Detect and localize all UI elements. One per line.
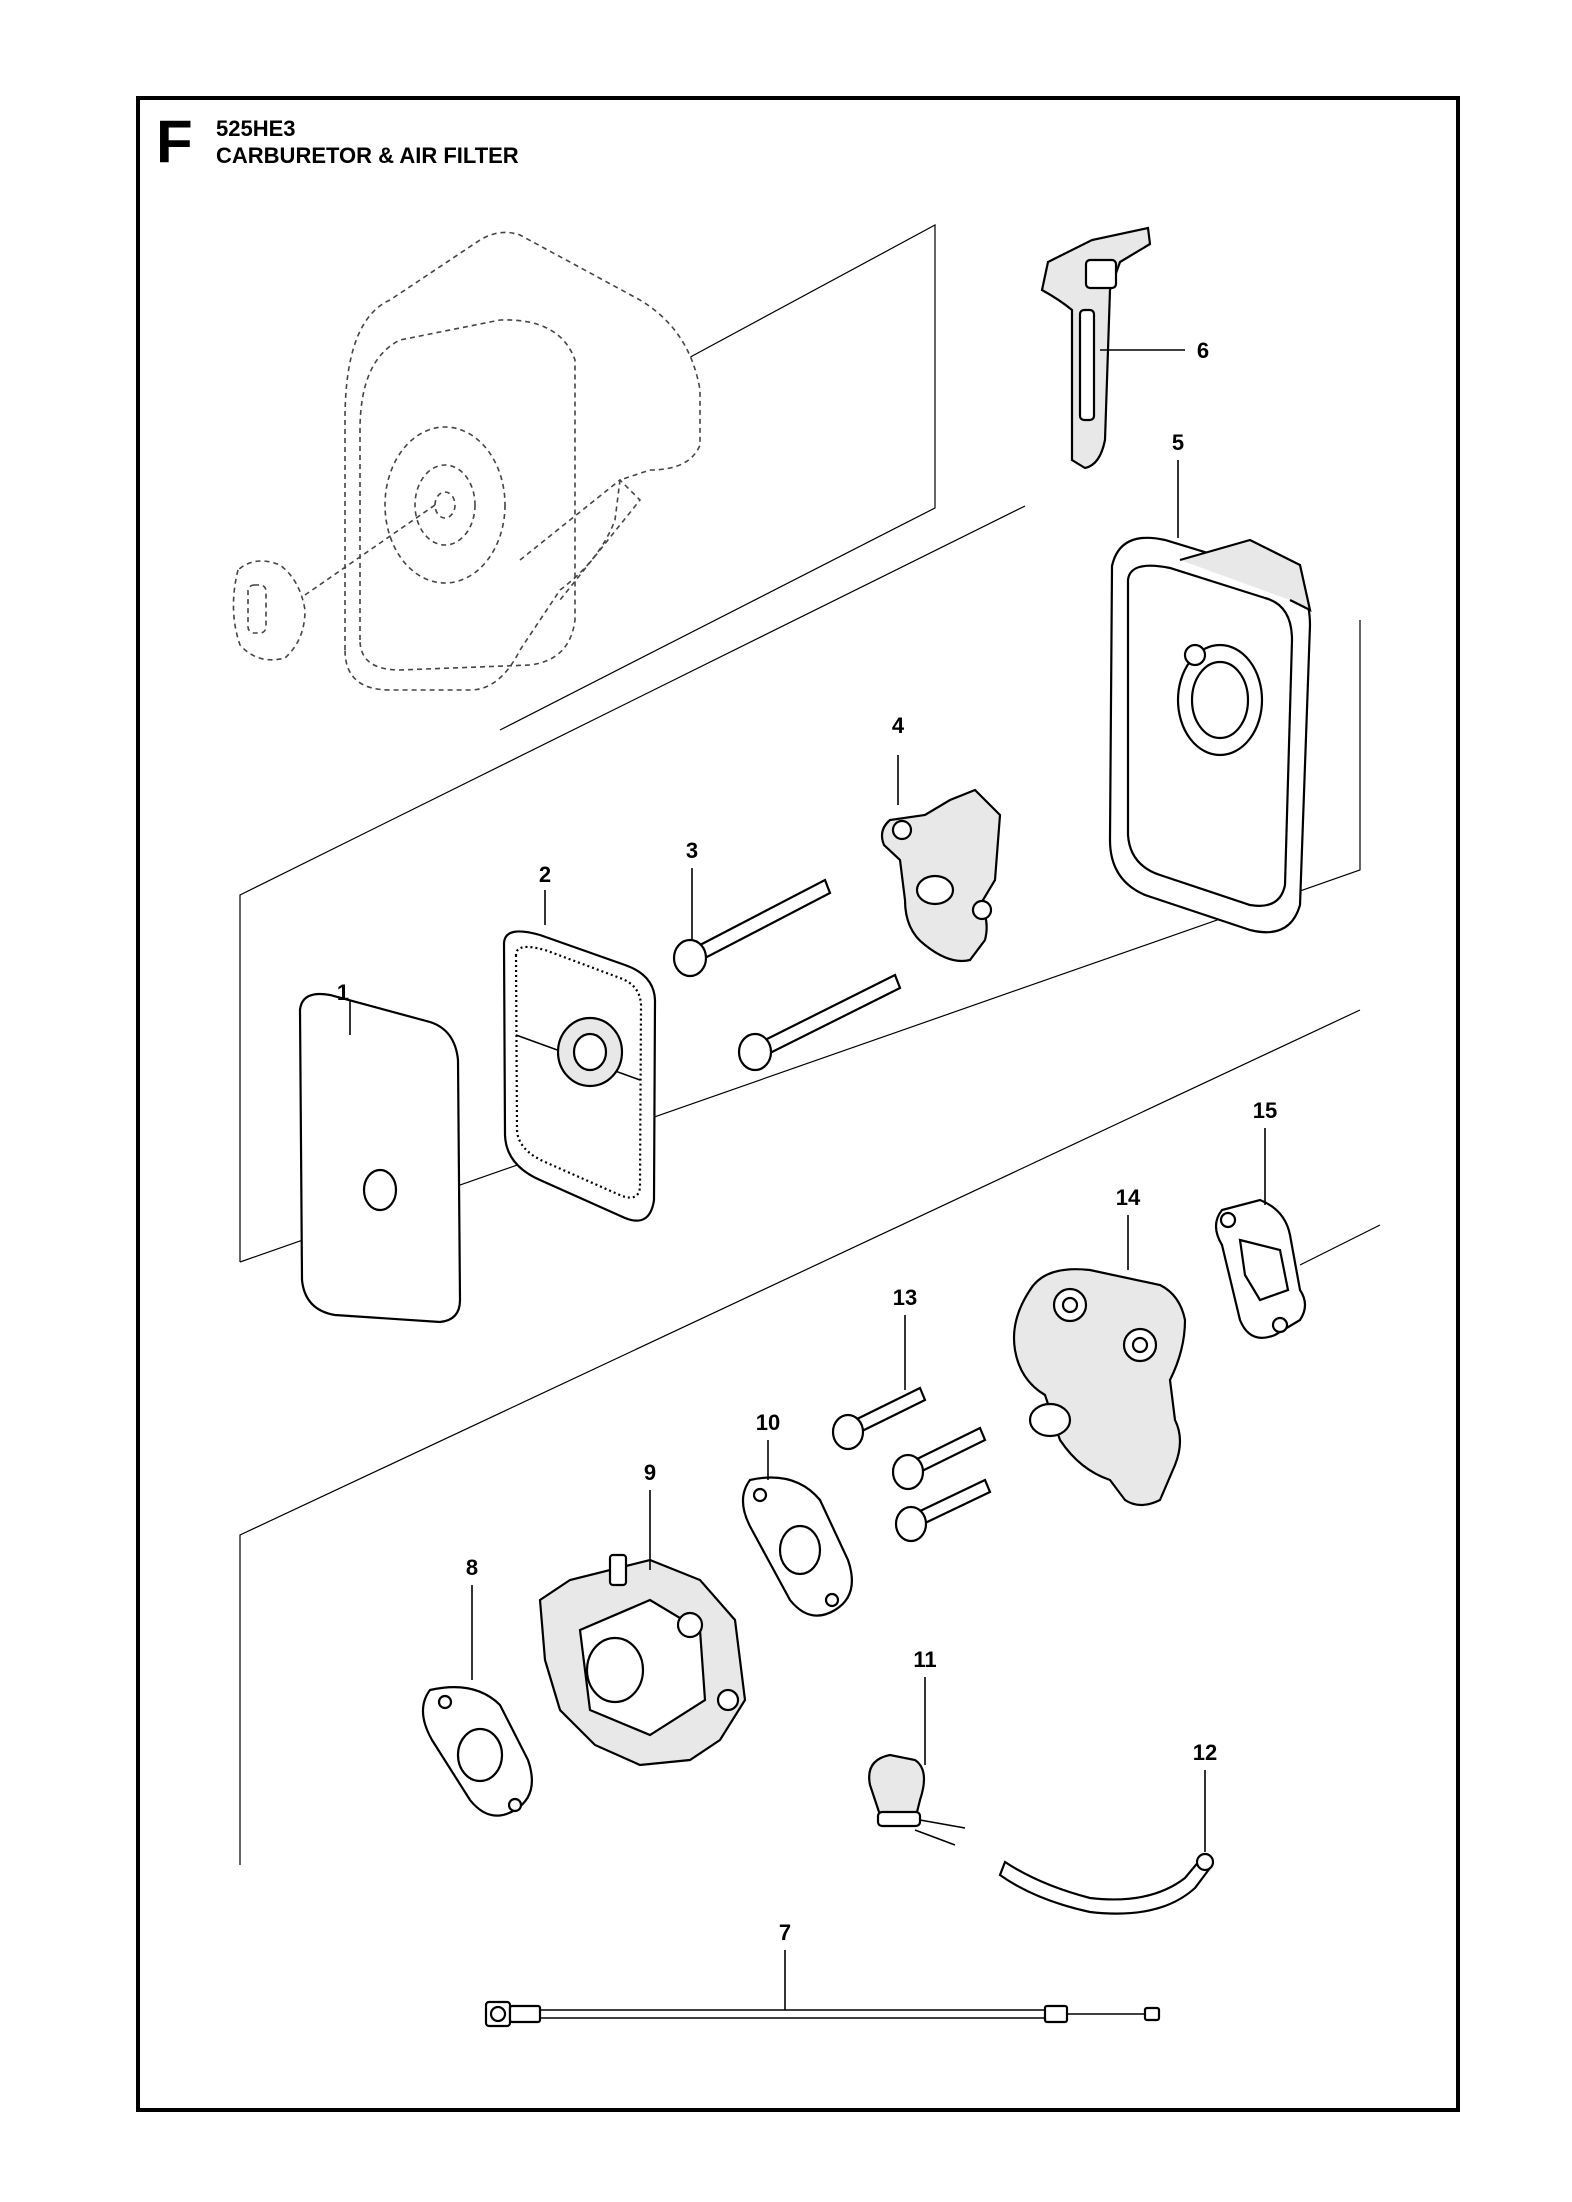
model-number: 525HE3 — [216, 116, 296, 141]
callout-5: 5 — [1172, 430, 1184, 455]
part-9-carburetor — [538, 1490, 747, 1767]
callout-14: 14 — [1116, 1185, 1141, 1210]
callout-7: 7 — [779, 1920, 791, 1945]
part-11-primer-bulb — [868, 1677, 966, 1846]
assembly-plane-bottom — [239, 1009, 1361, 1865]
assembly-plane-top — [499, 223, 936, 731]
part-7-throttle-cable — [484, 1950, 1161, 2028]
part-10-gasket — [741, 1440, 853, 1617]
part-12-fuel-hose — [998, 1770, 1215, 1915]
part-8-gasket — [421, 1585, 533, 1817]
part-2-filter-screen — [502, 890, 657, 1222]
part-6-choke-lever — [1040, 226, 1185, 470]
callout-11: 11 — [913, 1647, 936, 1672]
callout-3: 3 — [686, 838, 698, 863]
callout-8: 8 — [466, 1555, 478, 1580]
callout-1: 1 — [337, 980, 349, 1005]
callout-10: 10 — [756, 1410, 780, 1435]
part-14-intake-adapter — [1012, 1215, 1187, 1507]
cover-knob — [232, 504, 436, 661]
callout-15: 15 — [1253, 1098, 1277, 1123]
page-title: CARBURETOR & AIR FILTER — [216, 143, 519, 168]
callout-4: 4 — [892, 713, 905, 738]
part-15-gasket — [1214, 1128, 1381, 1339]
part-5-filter-base — [1108, 460, 1312, 934]
part-4-bracket — [880, 755, 1002, 963]
callout-6: 6 — [1197, 338, 1209, 363]
air-filter-cover — [344, 231, 701, 691]
section-letter: F — [156, 108, 193, 175]
callout-2: 2 — [539, 862, 551, 887]
drawing-frame — [136, 96, 1460, 2112]
callout-12: 12 — [1193, 1740, 1217, 1765]
part-3-bolts — [672, 868, 902, 1072]
callout-labels: 1 2 3 4 5 6 7 8 9 10 11 12 13 14 15 — [337, 338, 1277, 1945]
callout-13: 13 — [893, 1285, 917, 1310]
part-13-screws — [831, 1315, 992, 1543]
callout-9: 9 — [644, 1460, 656, 1485]
part-1-filter-element — [298, 992, 462, 1324]
